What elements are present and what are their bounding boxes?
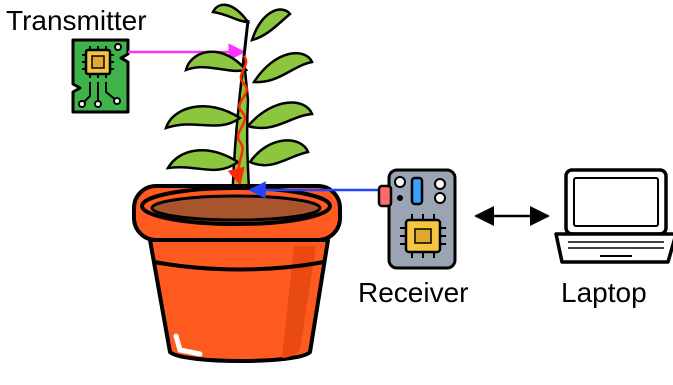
potted-plant-icon [164,3,314,210]
receiver-label: Receiver [358,277,468,308]
laptop-label: Laptop [561,277,647,308]
circuit-board-icon [71,38,130,114]
flower-pot-icon [132,184,342,363]
laptop-icon [554,168,673,264]
transmitter-label: Transmitter [6,5,147,36]
signal-path [227,55,248,186]
receiver-board-icon [377,168,457,270]
